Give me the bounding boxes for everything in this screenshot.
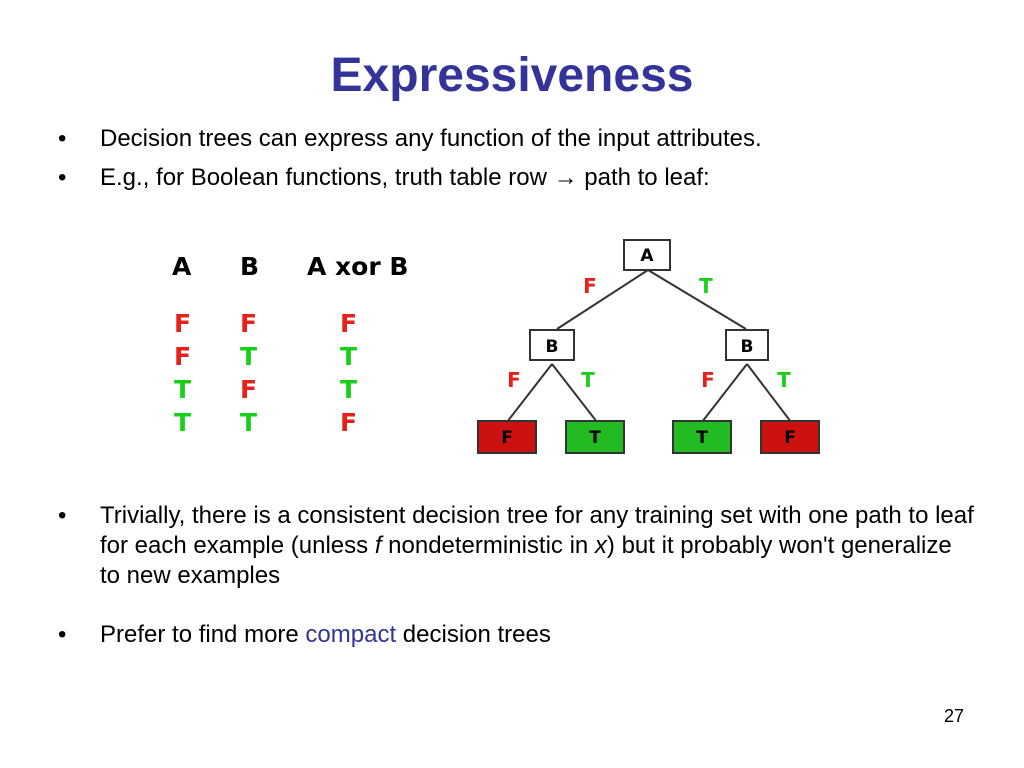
bullet-italic-x: x (594, 532, 607, 559)
bullet-text-part: ) but it probably won't generalize to ne… (100, 532, 952, 589)
root-node-label: A (640, 246, 654, 266)
leaf-node-label: T (589, 428, 601, 448)
bottom-bullet-list: • Trivially, there is a consistent decis… (58, 501, 978, 650)
top-bullet-list: • Decision trees can express any functio… (58, 124, 978, 202)
highlighted-word: compact (305, 621, 397, 648)
leaf-node-label: F (501, 428, 513, 448)
truth-table-cell: T (240, 342, 258, 371)
truth-table-cell: F (340, 408, 358, 437)
truth-table-cell: T (340, 342, 358, 371)
tree-edge (746, 363, 792, 423)
bullet-text: Trivially, there is a consistent decisio… (100, 502, 974, 589)
leaf-node: T (565, 420, 625, 454)
truth-table-cell: F (240, 309, 258, 338)
truth-table-header-a: A (172, 252, 192, 281)
tree-edge (701, 363, 748, 423)
bullet-item: • Trivially, there is a consistent decis… (58, 501, 978, 591)
bullet-glyph: • (58, 125, 67, 152)
bullet-text: Decision trees can express any function … (100, 125, 762, 152)
slide-title: Expressiveness (330, 49, 694, 102)
left-b-node: B (529, 329, 575, 361)
left-b-node-label: B (546, 337, 559, 357)
bullet-glyph: • (58, 502, 67, 529)
leaf-node: F (760, 420, 820, 454)
leaf-node: T (672, 420, 732, 454)
bullet-text: E.g., for Boolean functions, truth table… (100, 164, 710, 191)
truth-table-cell: T (240, 408, 258, 437)
truth-table-header-b: B (240, 252, 260, 281)
truth-table-header-xor: A xor B (307, 252, 409, 281)
bullet-glyph: • (58, 164, 67, 191)
edge-label-false: F (507, 368, 521, 392)
leaf-node-label: F (784, 428, 796, 448)
leaf-node: F (477, 420, 537, 454)
decision-tree-diagram: A B B F T F T F T F T T F (477, 239, 820, 454)
edge-label-true: T (699, 274, 713, 298)
edge-label-false: F (701, 368, 715, 392)
right-b-node-label: B (741, 337, 754, 357)
page-number: 27 (943, 706, 964, 726)
bullet-item: • Prefer to find more compact decision t… (58, 620, 978, 650)
bullet-text-part: decision trees (396, 621, 551, 648)
bullet-italic-f: f (374, 532, 382, 559)
bullet-item: • Decision trees can express any functio… (58, 124, 978, 154)
truth-table-cell: F (174, 342, 192, 371)
truth-table-cell: F (240, 375, 258, 404)
truth-table-cell: T (174, 375, 192, 404)
edge-label-false: F (583, 274, 597, 298)
right-b-node: B (725, 329, 769, 361)
truth-table-cell: F (174, 309, 192, 338)
edge-label-true: T (777, 368, 791, 392)
leaf-node-label: T (696, 428, 708, 448)
bullet-item: • E.g., for Boolean functions, truth tab… (58, 163, 978, 193)
bullet-text-part: Prefer to find more (100, 621, 306, 648)
truth-table: A B A xor B F F F F T T T F T T T F (160, 252, 430, 442)
tree-edge (647, 269, 747, 330)
tree-edge (506, 363, 553, 423)
truth-table-cell: T (340, 375, 358, 404)
tree-edge (551, 363, 598, 423)
bullet-glyph: • (58, 621, 67, 648)
truth-table-cell: T (174, 408, 192, 437)
bullet-text: Prefer to find more compact decision tre… (100, 621, 551, 648)
tree-edge (556, 269, 649, 330)
truth-table-cell: F (340, 309, 358, 338)
bullet-text-part: nondeterministic in (381, 532, 595, 559)
root-node: A (623, 239, 671, 271)
edge-label-true: T (581, 368, 595, 392)
bullet-text-part: Trivially, there is a consistent decisio… (100, 502, 974, 559)
